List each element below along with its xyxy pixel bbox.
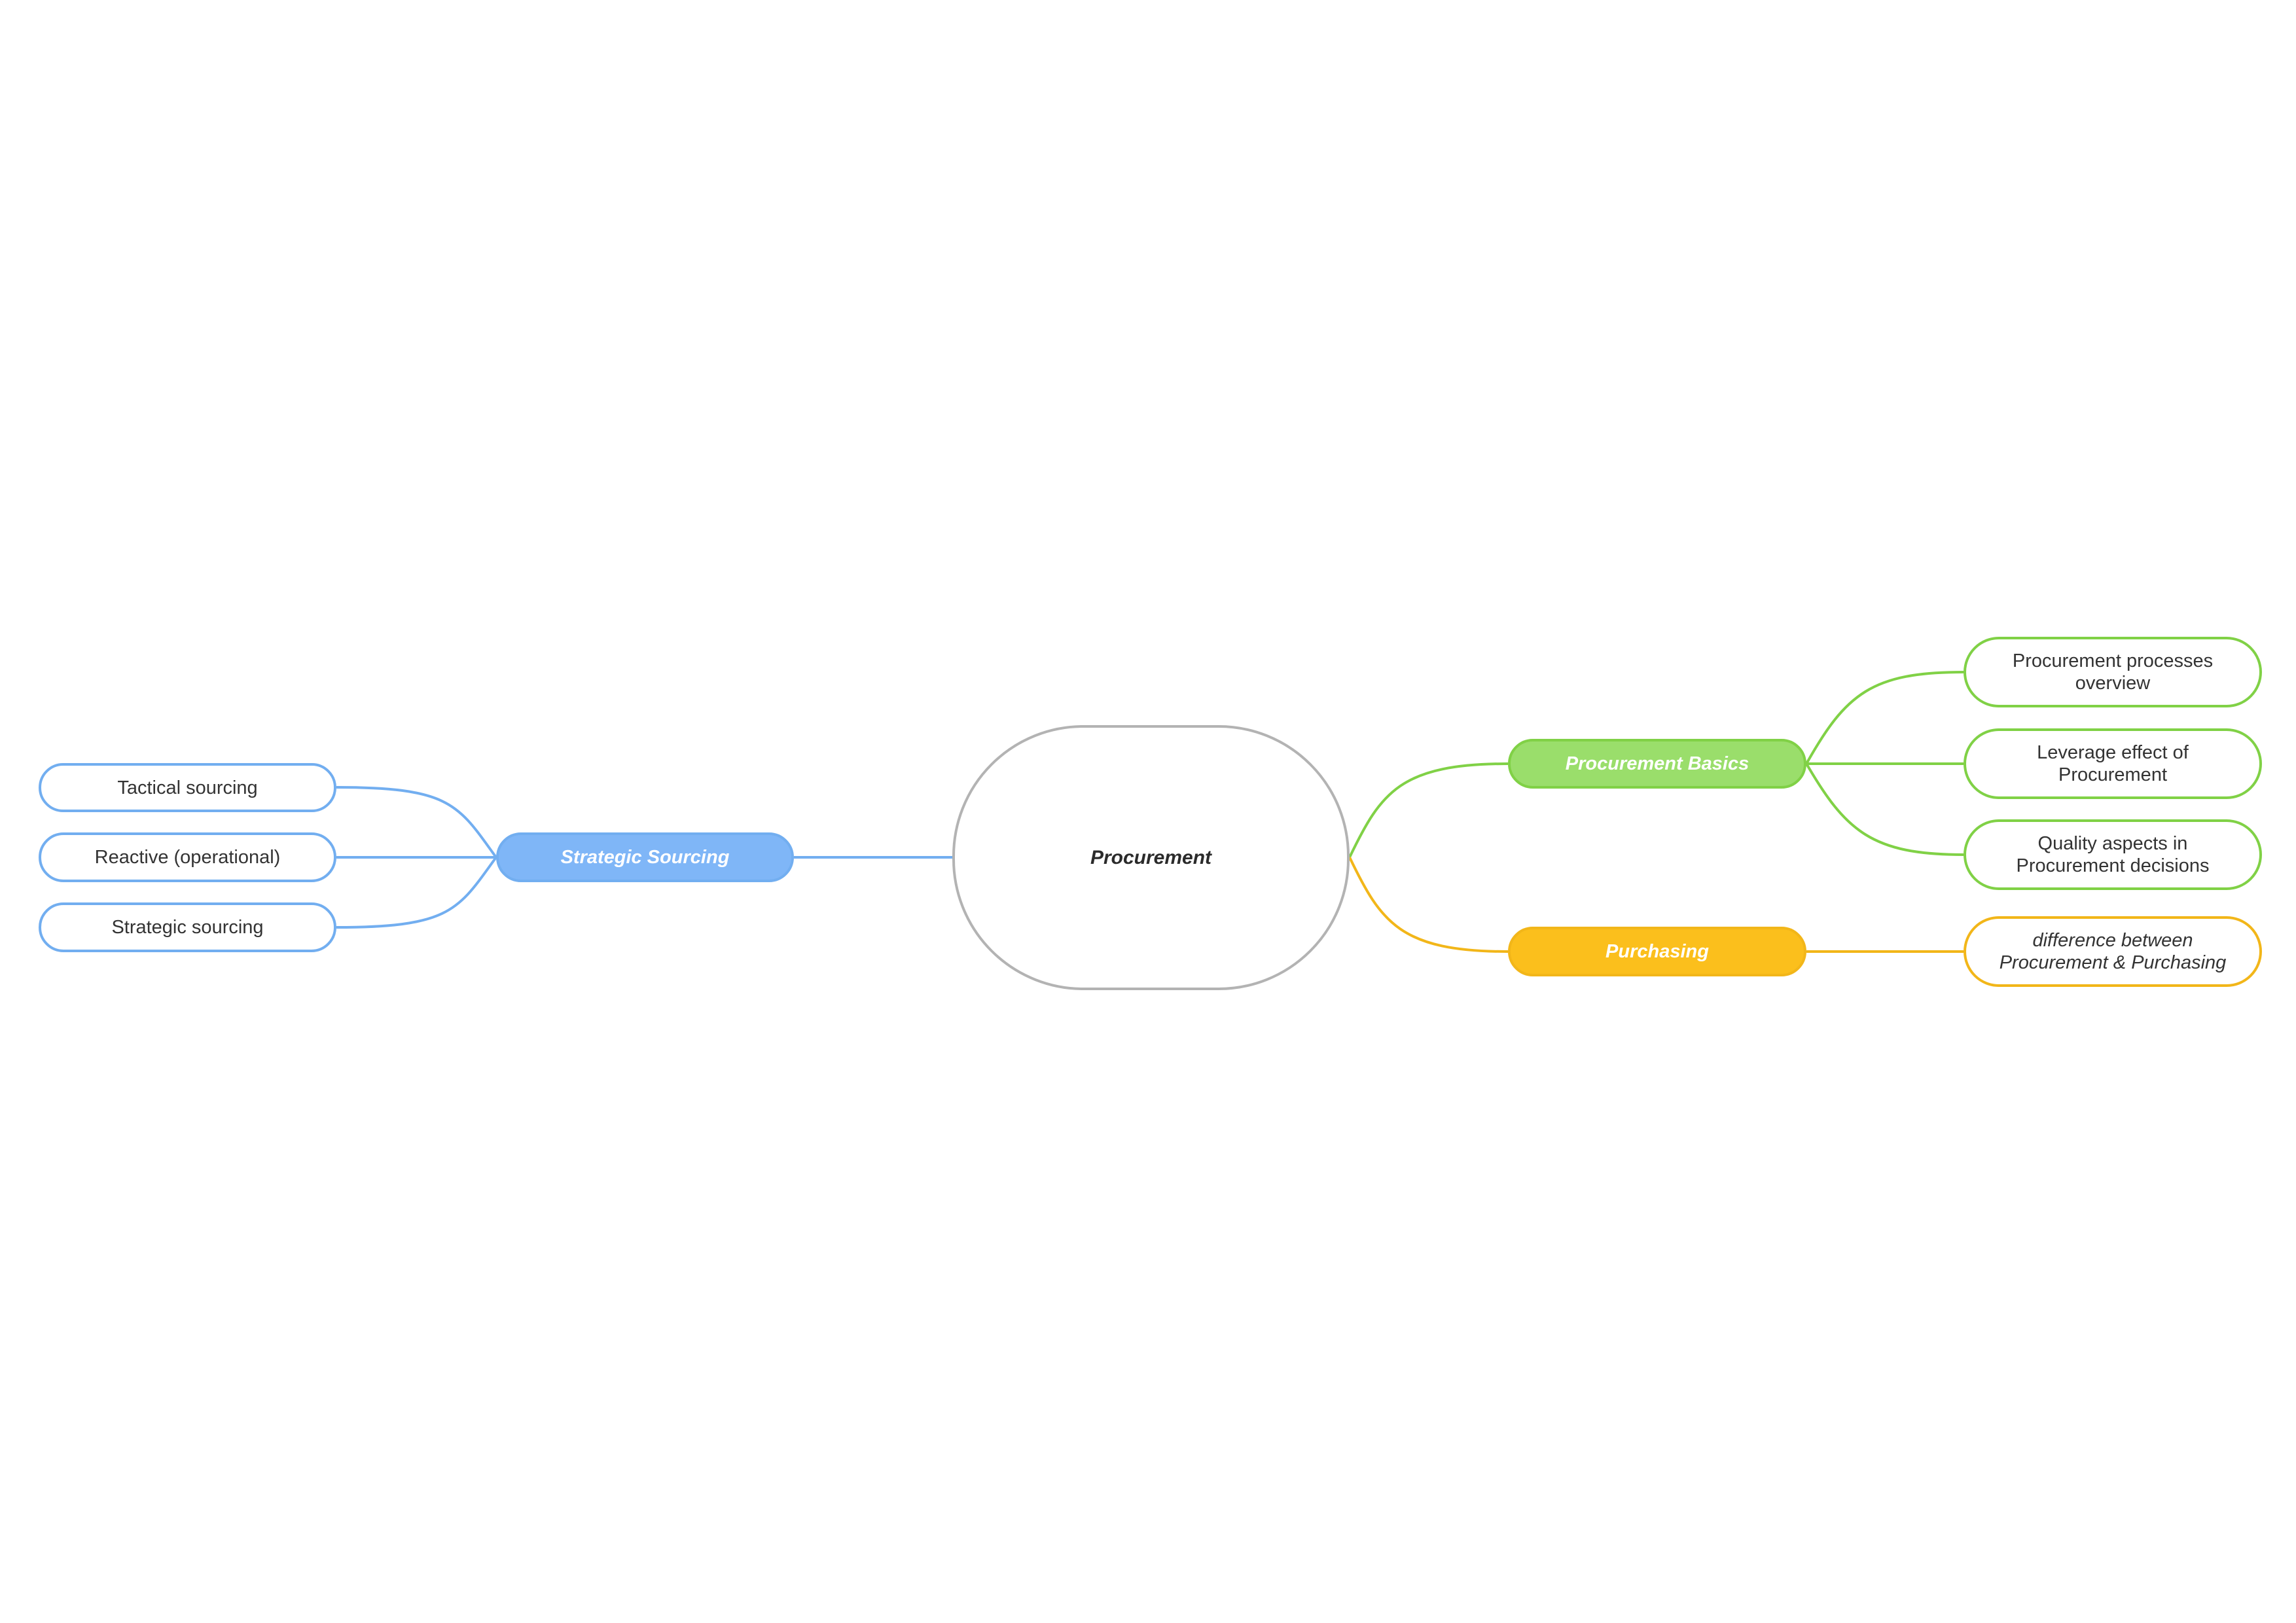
central-topic-label: Procurement <box>1090 846 1212 868</box>
topic-reactive-operational[interactable]: Reactive (operational) <box>39 832 336 882</box>
topic-label: Procurement processes overview <box>2012 651 2214 694</box>
branch-procurement-basics-label: Procurement Basics <box>1565 753 1749 774</box>
topic-quality-aspects[interactable]: Quality aspects in Procurement decisions <box>1964 819 2262 890</box>
connector-basics-quality <box>1805 762 1964 856</box>
connector-center-purchasing <box>1348 857 1509 953</box>
topic-tactical-sourcing[interactable]: Tactical sourcing <box>39 763 336 812</box>
connector-center-procurement-basics <box>1348 762 1509 858</box>
branch-strategic-sourcing[interactable]: Strategic Sourcing <box>496 832 794 882</box>
connector-strategic-tactical <box>336 786 497 859</box>
topic-leverage-effect[interactable]: Leverage effect of Procurement <box>1964 728 2262 799</box>
topic-label: Strategic sourcing <box>111 917 264 938</box>
connector-basics-processes <box>1805 671 1964 764</box>
topic-label: difference between Procurement & Purchas… <box>1999 930 2227 973</box>
topic-strategic-sourcing[interactable]: Strategic sourcing <box>39 902 336 952</box>
topic-procurement-processes-overview[interactable]: Procurement processes overview <box>1964 637 2262 707</box>
branch-strategic-sourcing-label: Strategic Sourcing <box>560 847 730 868</box>
topic-label: Tactical sourcing <box>117 777 258 798</box>
connector-strategic-strategic <box>336 856 497 929</box>
topic-difference-procurement-purchasing[interactable]: difference between Procurement & Purchas… <box>1964 916 2262 987</box>
topic-label: Quality aspects in Procurement decisions <box>2016 833 2210 876</box>
topic-label: Reactive (operational) <box>94 847 281 868</box>
branch-procurement-basics[interactable]: Procurement Basics <box>1508 739 1806 789</box>
branch-purchasing[interactable]: Purchasing <box>1508 927 1806 976</box>
central-topic[interactable]: Procurement <box>952 725 1350 990</box>
branch-purchasing-label: Purchasing <box>1605 941 1709 962</box>
topic-label: Leverage effect of Procurement <box>2037 742 2189 785</box>
